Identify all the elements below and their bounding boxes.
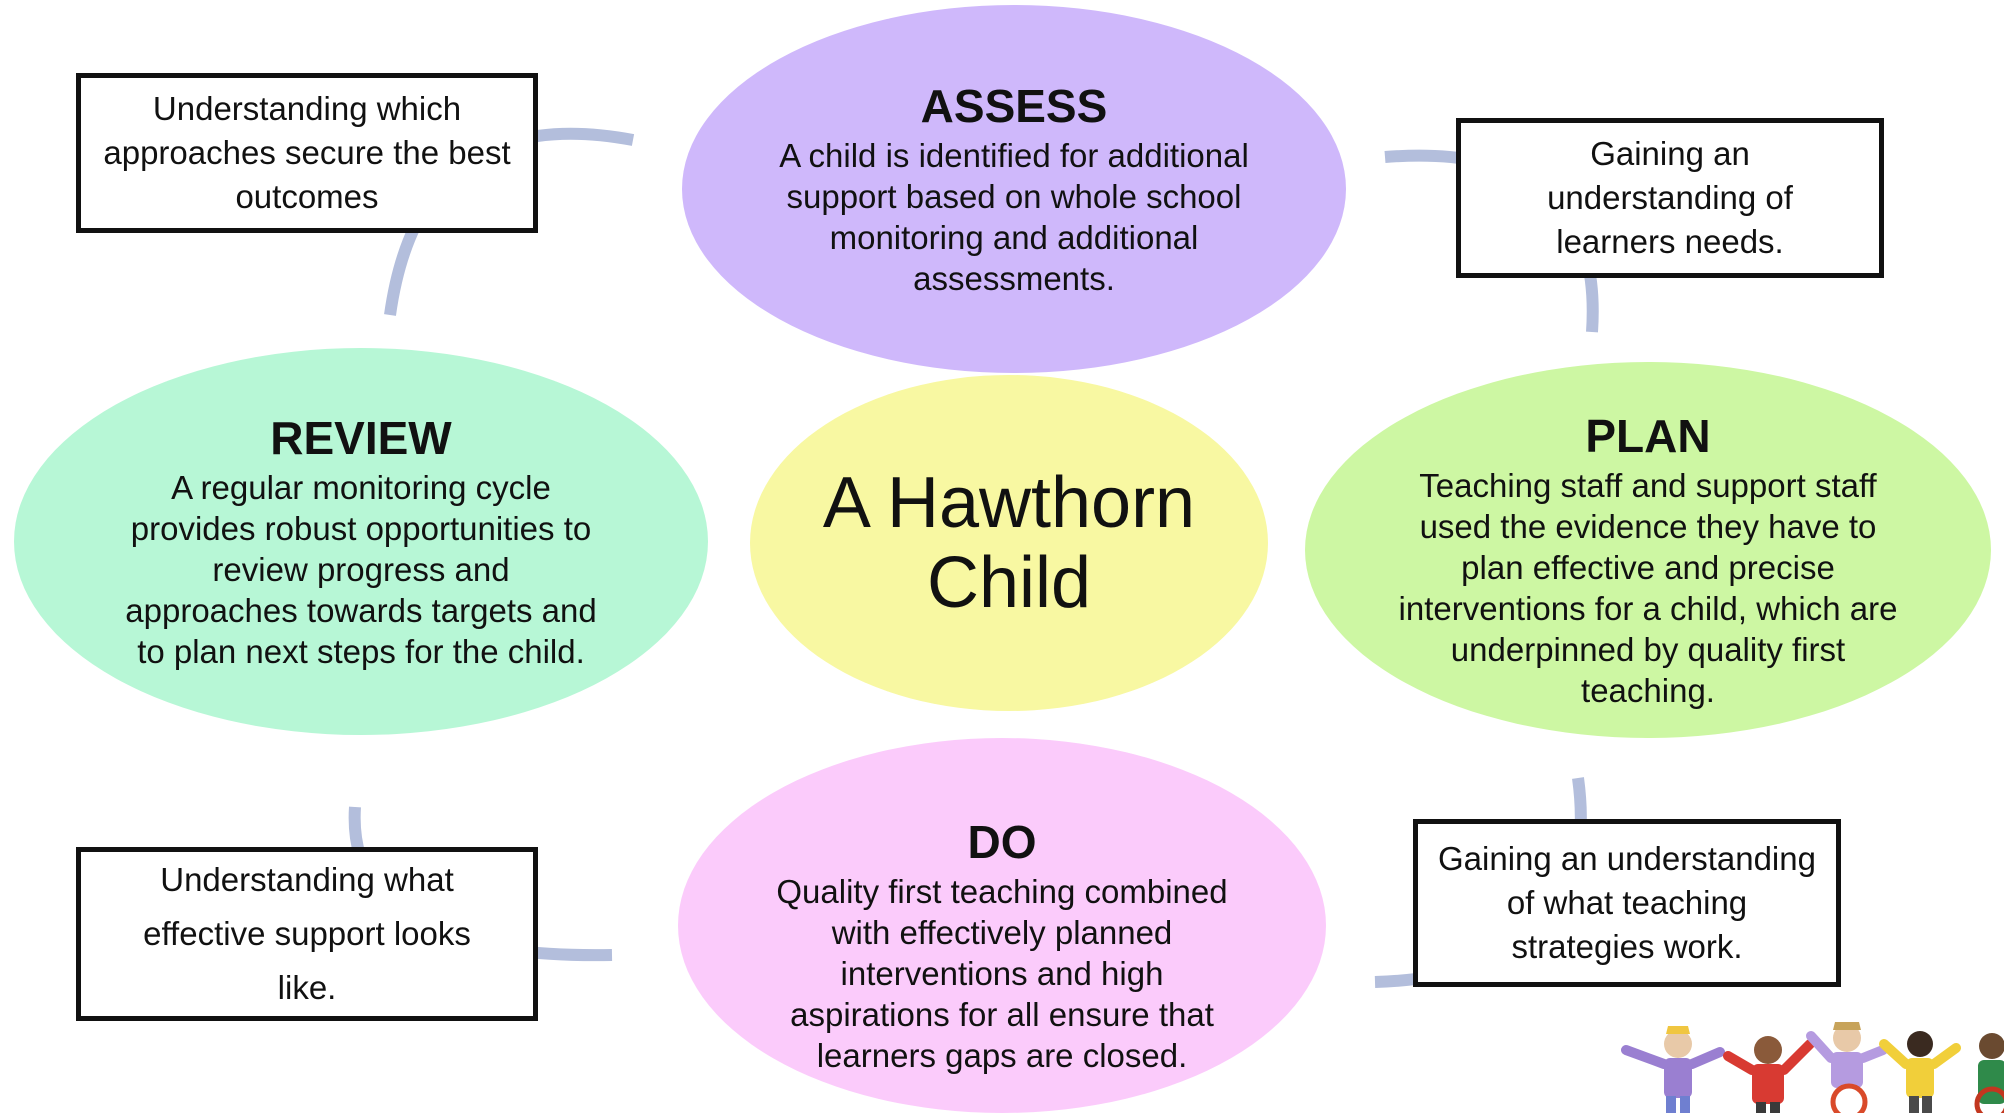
child-figure bbox=[1723, 1036, 1815, 1113]
child-figure bbox=[1621, 1026, 1725, 1113]
do-description: Quality first teaching combined with eff… bbox=[776, 873, 1228, 1074]
do-ellipse: DO Quality first teaching combined with … bbox=[678, 738, 1326, 1113]
plan-title: PLAN bbox=[1585, 410, 1711, 462]
do-title: DO bbox=[967, 816, 1037, 868]
plan-ellipse: PLAN Teaching staff and support staff us… bbox=[1305, 362, 1991, 738]
assess-ellipse: ASSESS A child is identified for additio… bbox=[682, 5, 1346, 373]
note-learners-needs: Gaining an understanding of learners nee… bbox=[1456, 118, 1884, 278]
child-figure bbox=[1879, 1031, 1961, 1113]
children-holding-hands-icon bbox=[1621, 1022, 2004, 1113]
note-teaching-strategies-text: Gaining an understanding of what teachin… bbox=[1438, 840, 1816, 965]
assess-description: A child is identified for additional sup… bbox=[779, 137, 1249, 297]
center-ellipse: A Hawthorn Child bbox=[750, 375, 1268, 711]
plan-description: Teaching staff and support staff used th… bbox=[1398, 467, 1898, 709]
note-best-outcomes: Understanding which approaches secure th… bbox=[76, 73, 538, 233]
note-teaching-strategies: Gaining an understanding of what teachin… bbox=[1413, 819, 1841, 987]
note-best-outcomes-text: Understanding which approaches secure th… bbox=[103, 90, 511, 215]
child-figure bbox=[1974, 1033, 2004, 1113]
assess-title: ASSESS bbox=[920, 80, 1108, 132]
center-title-line1: A Hawthorn bbox=[822, 463, 1196, 543]
note-learners-needs-text: Gaining an understanding of learners nee… bbox=[1547, 135, 1793, 260]
child-figure bbox=[1806, 1022, 1888, 1113]
center-title-line2: Child bbox=[926, 543, 1092, 623]
note-effective-support: Understanding what effective support loo… bbox=[76, 847, 538, 1021]
review-ellipse: REVIEW A regular monitoring cycle provid… bbox=[14, 348, 708, 735]
review-description: A regular monitoring cycle provides robu… bbox=[125, 469, 597, 670]
note-effective-support-text: Understanding what effective support loo… bbox=[143, 861, 471, 1006]
review-title: REVIEW bbox=[270, 412, 452, 464]
